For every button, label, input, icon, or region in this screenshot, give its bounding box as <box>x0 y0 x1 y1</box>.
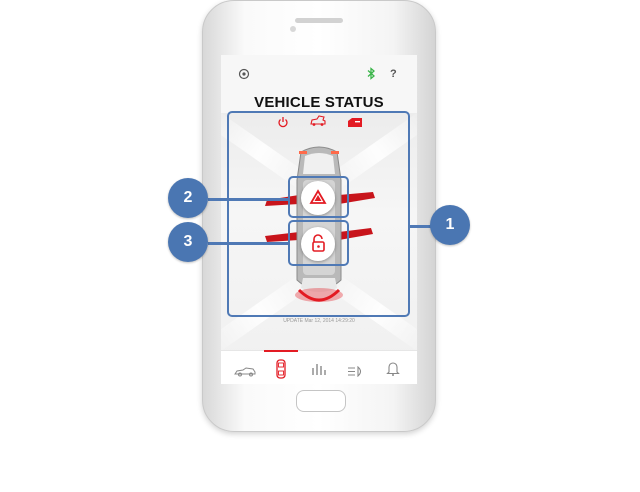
phone-camera <box>290 26 296 32</box>
hazard-button[interactable] <box>301 181 335 215</box>
bluetooth-icon <box>367 67 376 83</box>
callout-1: 1 <box>430 205 470 245</box>
update-timestamp: UPDATE Mar 12, 2014 14:29:20 <box>283 318 355 324</box>
hazard-warning-icon <box>309 189 327 204</box>
callout-3: 3 <box>168 222 208 262</box>
headlight-icon[interactable] <box>347 364 365 382</box>
page-title: VEHICLE STATUS <box>254 94 384 111</box>
callout-3-leader <box>208 242 289 245</box>
notification-bell-icon[interactable] <box>386 361 400 381</box>
active-tab-indicator <box>264 350 298 352</box>
door-icon <box>347 115 363 133</box>
help-icon[interactable]: ? <box>390 68 397 80</box>
app-screen: ? VEHICLE STATUS <box>221 55 417 384</box>
hazard-highlight-box <box>288 176 349 218</box>
phone-home-button[interactable] <box>296 390 346 412</box>
lock-highlight-box <box>288 220 349 266</box>
car-side-icon[interactable] <box>234 364 256 382</box>
statistics-icon[interactable] <box>311 362 327 381</box>
vehicle-status-icon[interactable] <box>276 359 286 384</box>
phone-speaker <box>295 18 343 23</box>
power-icon <box>277 115 289 133</box>
callout-1-leader <box>409 225 431 228</box>
unlock-icon <box>312 234 325 252</box>
vehicle-status-highlight-box <box>227 111 410 317</box>
car-hood-icon <box>309 114 327 132</box>
settings-icon[interactable] <box>238 68 250 83</box>
callout-2-leader <box>208 198 289 201</box>
lock-button[interactable] <box>301 227 335 261</box>
bottom-navigation <box>221 350 417 384</box>
callout-2: 2 <box>168 178 208 218</box>
